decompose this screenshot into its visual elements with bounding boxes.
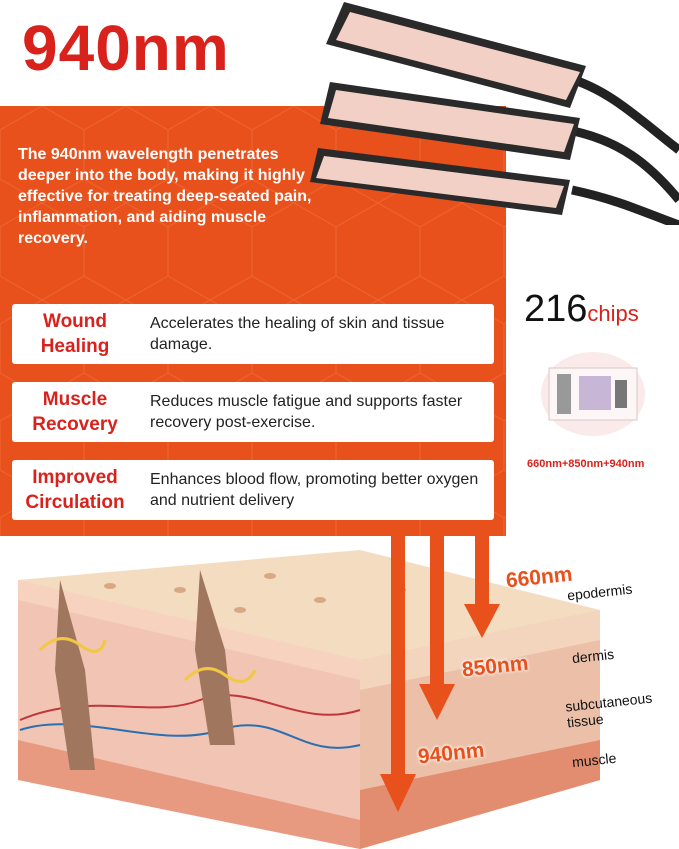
lamp-bar-2: [320, 82, 580, 160]
chip-count: 216chips: [524, 288, 639, 330]
page-title: 940nm: [22, 12, 230, 84]
light-arrows: [380, 536, 500, 812]
benefit-text: Accelerates the healing of skin and tiss…: [150, 315, 445, 353]
led-chip-image: [541, 352, 645, 436]
lamp-bar-3: [310, 148, 570, 215]
skin-diagram: [18, 536, 600, 849]
chip-wavelengths: 660nm+850nm+940nm: [527, 458, 645, 470]
description-text: The 940nm wavelength penetrates deeper i…: [18, 146, 312, 247]
lamp-bars-image: [310, 2, 679, 225]
lamp-bar-1: [326, 2, 586, 108]
benefit-text: Reduces muscle fatigue and supports fast…: [150, 393, 463, 431]
benefit-text: Enhances blood flow, promoting better ox…: [150, 471, 479, 509]
